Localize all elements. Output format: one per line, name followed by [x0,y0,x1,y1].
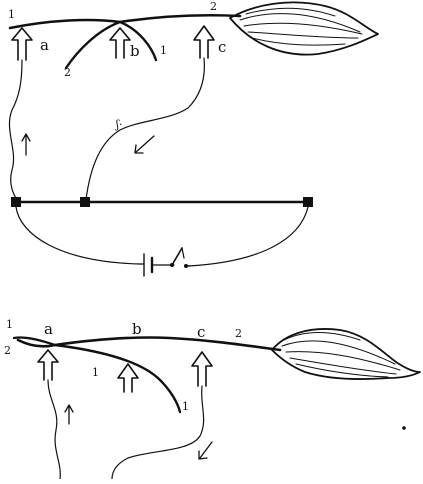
lower-num-1-branch-end: 1 [182,400,189,413]
lower-num-2-right: 2 [235,327,242,340]
upper-battery-icon [140,254,174,276]
upper-nerve-trunk [10,15,240,28]
upper-key-switch-icon [170,248,190,268]
stray-dot [402,426,406,430]
lower-label-b: b [132,320,142,338]
upper-faint-mark: ʃ· [114,118,122,131]
upper-label-b: b [130,42,140,60]
lower-current-arrow-up [65,405,73,424]
lower-electrode-middle [118,364,138,392]
upper-post-left [11,197,21,207]
upper-current-arrow-up [22,134,30,155]
lower-wire-c [112,386,204,479]
upper-nerve-branch-2 [66,22,120,68]
upper-num-1-branch: 1 [160,44,167,57]
lower-electrode-c: c [192,323,212,386]
lower-current-arrow-down [199,442,212,459]
upper-post-middle [80,197,90,207]
upper-electrode-c: c [194,26,226,58]
upper-current-arrow-down [135,136,154,153]
lower-wire-a [48,380,60,479]
lower-muscle [272,329,420,379]
upper-muscle [230,2,378,54]
upper-label-c: c [218,38,226,56]
upper-wire-a [9,60,22,202]
upper-wire-c [86,58,204,200]
upper-battery-wire-left [16,207,140,264]
upper-muscle-outline [230,2,378,54]
upper-post-right [303,197,313,207]
lower-num-1-top: 1 [6,318,13,331]
lower-label-c: c [197,323,205,341]
upper-num-2-right: 2 [210,0,217,13]
lower-num-2-left: 2 [4,344,11,357]
upper-electrode-a: a [12,28,49,60]
upper-label-a: a [40,36,49,54]
lower-diagram: a c b 1 2 1 1 2 [4,318,420,479]
lower-electrode-a: a [38,320,58,380]
upper-num-1-left: 1 [8,8,15,21]
lower-label-a: a [44,320,53,338]
lower-num-1-branch-mid: 1 [92,366,99,379]
upper-num-2-branch: 2 [64,66,71,79]
upper-electrode-b: b [110,28,140,60]
upper-diagram: a b c 1 2 2 1 ʃ· [8,0,378,276]
upper-battery-wire-right [188,207,308,266]
